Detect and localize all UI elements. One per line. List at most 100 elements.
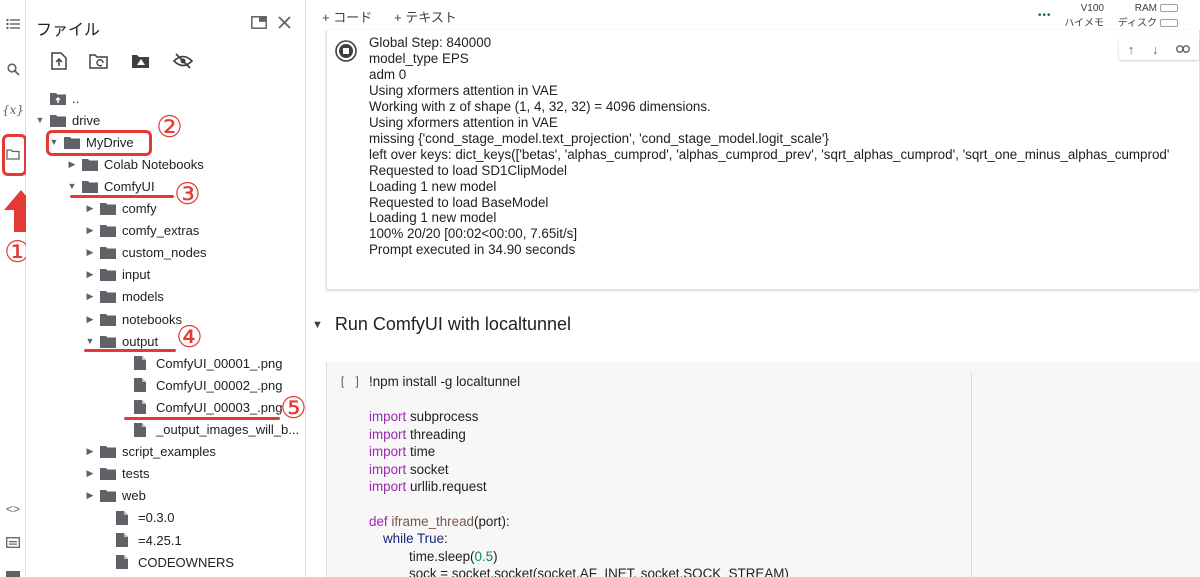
caret-right-icon[interactable]: ▶ [86,446,94,457]
code-line-sleep: time.sleep(0.5) [409,549,498,564]
tree-item[interactable]: ▶script_examples [84,441,216,463]
code-cell[interactable]: [ ] !npm install -g localtunnel import s… [326,362,1200,577]
add-text-button[interactable]: + テキスト [394,10,457,25]
annotation-underline-file3 [124,417,280,420]
tree-item[interactable]: ▶web [84,485,146,507]
folder-icon [100,467,116,481]
tree-item[interactable]: ▶ custom_nodes [84,242,207,264]
folder-icon [100,224,116,238]
tree-item-label: tests [122,466,150,482]
tree-item[interactable]: _output_images_will_b... [134,419,299,441]
caret-right-icon[interactable]: ▶ [86,490,94,501]
tree-item-label: ComfyUI_00003_.png [156,399,283,415]
caret-right-icon[interactable]: ▶ [68,158,76,169]
tree-item[interactable]: ▶ Colab Notebooks [66,153,204,175]
ram-gauge [1160,4,1178,13]
file-icon [116,555,132,570]
caret-right-icon[interactable]: ▶ [86,225,94,236]
tree-item[interactable]: ▶models [84,286,164,308]
cell-divider [971,372,972,577]
caret-down-icon[interactable]: ▼ [35,115,45,126]
drive-folder-icon[interactable] [130,50,152,72]
tree-item[interactable]: =0.3.0 [116,507,175,529]
collapse-caret-icon[interactable]: ▼ [312,318,323,331]
variables-icon[interactable]: {x} [1,103,25,117]
caret-right-icon[interactable]: ▶ [86,203,94,213]
folder-icon [100,246,116,260]
code-snippets-icon[interactable]: <> [5,502,20,516]
caret-right-icon[interactable]: ▶ [86,269,94,280]
file-icon [134,400,150,415]
folder-icon [100,312,116,326]
refresh-folder-icon[interactable] [88,50,110,72]
caret-down-icon[interactable]: ▼ [49,137,59,148]
new-window-icon[interactable] [249,12,269,32]
code-line-import: import urllib.request [369,479,487,494]
folder-icon[interactable] [3,144,23,164]
caret-right-icon[interactable]: ▶ [86,313,94,324]
resource-meters[interactable]: RAM ディスク [1114,3,1178,29]
parent-folder-icon [50,91,66,105]
terminal-icon[interactable] [3,566,23,577]
output-line: Using xformers attention in VAE [369,82,558,98]
tree-item[interactable]: ▶input [84,264,151,286]
folder-icon [100,445,116,459]
tree-item[interactable]: CODEOWNERS [116,551,234,573]
hide-files-icon[interactable] [172,50,194,72]
tree-item[interactable]: ▶ tests [84,463,150,485]
folder-icon [100,268,116,282]
upload-icon[interactable] [48,50,70,72]
runtime-type: V100 [1080,3,1104,14]
section-header[interactable]: ▼ Run ComfyUI with localtunnel [312,314,571,335]
output-line: Working with z of shape (1, 4, 32, 32) =… [369,98,711,114]
tree-item[interactable]: ComfyUI_00001_.png [134,352,282,374]
run-cell-button[interactable]: [ ] [339,375,361,389]
tree-item[interactable]: ▼ drive [34,109,101,131]
search-icon[interactable] [3,59,23,79]
toc-icon[interactable] [3,14,23,34]
tree-item-label: drive [72,112,101,128]
tree-item[interactable]: ▶ comfy [84,198,157,220]
caret-right-icon[interactable]: ▶ [86,247,94,258]
tree-item[interactable]: ComfyUI_00003_.png [134,396,282,418]
tree-item-label: notebooks [122,311,182,327]
tree-item[interactable]: ▶comfy_extras [84,220,200,242]
tree-item[interactable]: ▼ComfyUI [66,175,155,197]
tree-item-label: MyDrive [86,134,134,150]
tree-item[interactable]: ▼ MyDrive [48,131,134,153]
tree-item[interactable]: .. [34,87,79,109]
caret-right-icon[interactable]: ▶ [86,468,94,479]
folder-icon [50,113,66,127]
panel-title: ファイル [36,22,101,39]
code-line-import: import threading [369,426,466,442]
annotation-underline-output [84,349,176,352]
tree-item[interactable]: ▼output [84,330,159,352]
caret-down-icon[interactable]: ▼ [85,336,95,347]
caret-right-icon[interactable]: ▶ [86,291,94,302]
folder-icon [100,290,116,304]
output-line: left over keys: dict_keys(['betas', 'alp… [369,146,1170,162]
cell-actions: ↑ ↓ [1119,38,1199,60]
tree-item[interactable]: =4.25.1 [116,529,182,551]
file-icon [116,510,132,525]
link-icon[interactable] [1176,40,1191,58]
add-code-button[interactable]: + コード [322,10,373,25]
tree-item-label: ComfyUI_00001_.png [156,355,283,371]
caret-down-icon[interactable]: ▼ [67,181,77,192]
command-palette-icon[interactable] [3,532,23,552]
move-up-icon[interactable]: ↑ [1127,41,1135,57]
output-line: missing {'cond_stage_model.text_projecti… [369,130,829,146]
output-line: Loading 1 new model [369,210,497,226]
tree-item-label: Colab Notebooks [104,156,204,172]
tree-item-label: custom_nodes [122,245,207,261]
move-down-icon[interactable]: ↓ [1151,41,1159,57]
output-line: model_type EPS [369,50,469,66]
close-icon[interactable] [274,12,294,32]
annotation-box-mydrive [46,130,152,156]
stop-run-icon[interactable] [335,40,357,62]
code-line-def: def iframe_thread(port): [369,514,510,529]
tree-item[interactable]: ▶ notebooks [84,308,182,330]
tree-item-label: comfy [122,201,157,216]
tree-item[interactable]: ComfyUI_00002_.png [134,374,282,396]
